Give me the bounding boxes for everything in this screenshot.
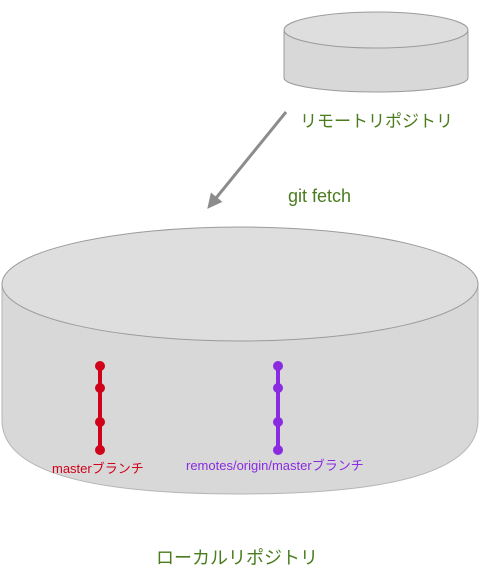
remote-tracking-branch-label: remotes/origin/masterブランチ [186,458,364,473]
remote-repository-label: リモートリポジトリ [300,112,453,131]
remote-tracking-commit [273,445,283,455]
remote-repository-cylinder [283,11,469,93]
master-commit [95,445,105,455]
master-commit [95,361,105,371]
local-repository-cylinder [1,226,479,495]
git-fetch-label: git fetch [288,186,351,206]
remote-tracking-commit [273,383,283,393]
fetch-arrow [207,111,288,209]
master-commit [95,383,105,393]
master-commit [95,417,105,427]
remote-tracking-commit [273,417,283,427]
master-branch [95,361,105,455]
local-repository-label: ローカルリポジトリ [156,548,318,568]
master-branch-label: masterブランチ [52,461,144,476]
remote-tracking-branch [273,361,283,455]
remote-tracking-commit [273,361,283,371]
